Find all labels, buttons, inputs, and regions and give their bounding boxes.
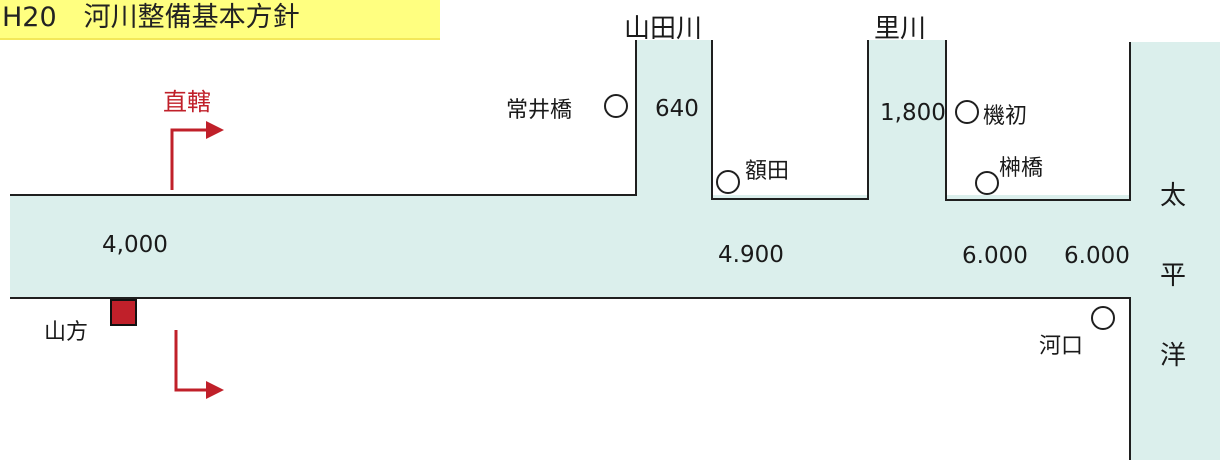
ocean-area <box>1130 42 1220 460</box>
main-upper-discharge: 4,000 <box>102 232 168 258</box>
river-banks <box>10 40 1131 460</box>
main-mouth-discharge: 6.000 <box>1064 243 1130 269</box>
ocean-char-1: 太 <box>1160 181 1187 211</box>
main-middle-discharge: 4.900 <box>718 242 784 268</box>
page-title: H20 河川整備基本方針 <box>0 0 440 40</box>
ocean-char-3: 洋 <box>1160 341 1187 371</box>
sato-discharge: 1,800 <box>880 100 946 126</box>
hatsu-label: 機初 <box>983 104 1028 129</box>
upper-arrow-line <box>170 128 210 190</box>
sakaki-label: 榊橋 <box>999 156 1044 181</box>
north-bank <box>10 40 637 196</box>
south-bank <box>10 297 1131 460</box>
yamada-east-bank <box>711 40 869 200</box>
hatsu-marker <box>955 100 979 124</box>
yamagata-station-marker <box>110 299 137 326</box>
sakaki-marker <box>975 171 999 195</box>
ocean-char-2: 平 <box>1160 261 1187 291</box>
kawaguchi-label: 河口 <box>1039 334 1084 359</box>
main-lower-discharge: 6.000 <box>962 243 1028 269</box>
lower-arrow-line <box>174 330 210 392</box>
tsunei-label: 常井橋 <box>506 98 573 123</box>
nukata-marker <box>716 170 740 194</box>
yamada-river-label: 山田川 <box>624 14 703 44</box>
tsunei-marker <box>604 94 628 118</box>
sato-east-bank <box>945 40 1131 201</box>
upper-arrow-head <box>206 121 224 139</box>
lower-arrow-head <box>206 381 224 399</box>
direct-jurisdiction-arrows <box>170 128 210 392</box>
yamada-channel <box>636 40 712 200</box>
sato-river-label: 里川 <box>874 14 927 44</box>
nukata-label: 額田 <box>745 159 790 184</box>
direct-jurisdiction-label: 直轄 <box>163 88 211 116</box>
main-channel <box>10 195 1130 299</box>
observation-points <box>604 94 1115 330</box>
yamagata-label: 山方 <box>44 320 89 345</box>
sato-channel <box>868 40 946 200</box>
kawaguchi-marker <box>1091 306 1115 330</box>
yamada-discharge: 640 <box>655 96 699 122</box>
